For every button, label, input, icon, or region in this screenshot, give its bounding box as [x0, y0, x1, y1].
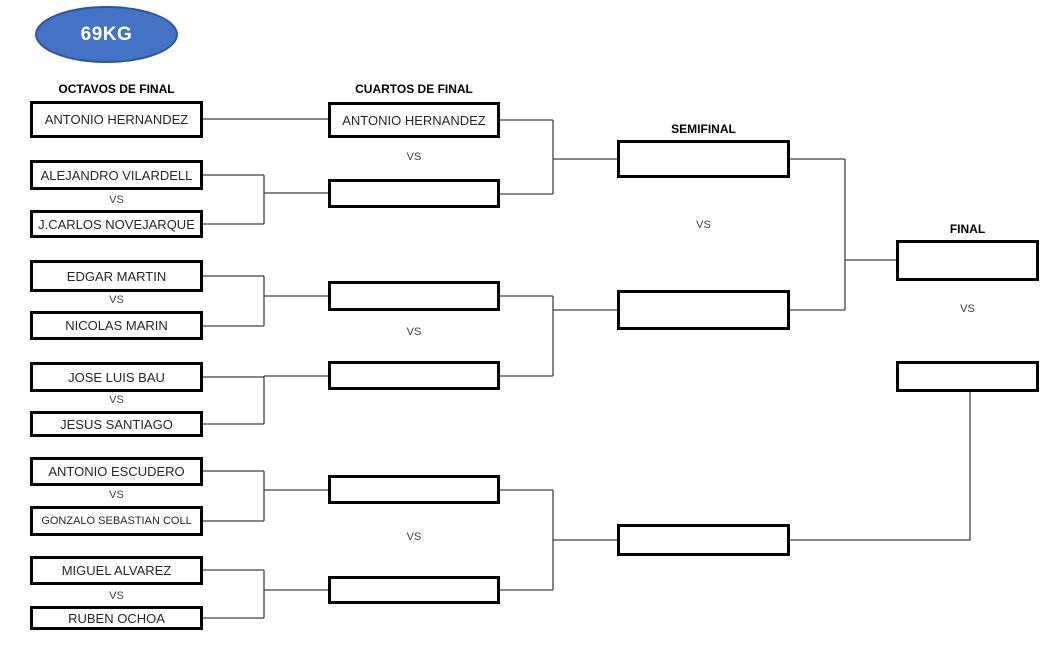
vs-label: VS	[406, 151, 422, 163]
match-slot-octavos-3[interactable]: J.CARLOS NOVEJARQUE	[30, 210, 203, 238]
match-slot-octavos-5[interactable]: NICOLAS MARIN	[30, 311, 203, 340]
round-header-octavos: OCTAVOS DE FINAL	[58, 82, 175, 96]
match-slot-cuartos-6[interactable]	[328, 576, 500, 604]
match-slot-octavos-9[interactable]: GONZALO SEBASTIAN COLL	[30, 506, 203, 536]
match-slot-octavos-7[interactable]: JESUS SANTIAGO	[30, 411, 203, 437]
vs-label: VS	[109, 590, 124, 602]
match-slot-cuartos-4[interactable]	[328, 361, 500, 390]
player-name: MIGUEL ALVAREZ	[61, 563, 172, 578]
match-slot-semifinal-3[interactable]	[617, 524, 790, 556]
vs-label: VS	[109, 394, 124, 406]
player-name: EDGAR MARTIN	[66, 268, 167, 284]
match-slot-cuartos-2[interactable]	[328, 179, 500, 208]
match-slot-cuartos-5[interactable]	[328, 475, 500, 504]
vs-label: VS	[109, 294, 124, 306]
match-slot-octavos-1[interactable]: ANTONIO HERNANDEZ	[30, 101, 203, 138]
vs-label: VS	[109, 194, 124, 206]
round-header-final: FINAL	[949, 222, 986, 236]
player-name: JESUS SANTIAGO	[60, 416, 173, 432]
match-slot-octavos-6[interactable]: JOSE LUIS BAU	[30, 362, 203, 392]
match-slot-octavos-11[interactable]: RUBEN OCHOA	[30, 606, 203, 630]
match-slot-cuartos-3[interactable]	[328, 281, 500, 311]
match-slot-octavos-4[interactable]: EDGAR MARTIN	[30, 260, 203, 292]
player-name: ANTONIO ESCUDERO	[48, 464, 185, 479]
player-name: ALEJANDRO VILARDELL	[40, 167, 193, 183]
match-slot-semifinal-2[interactable]	[617, 290, 790, 330]
player-name: J.CARLOS NOVEJARQUE	[38, 216, 195, 232]
match-slot-final-1[interactable]	[896, 240, 1039, 281]
match-slot-octavos-8[interactable]: ANTONIO ESCUDERO	[30, 457, 203, 486]
match-slot-cuartos-1[interactable]: ANTONIO HERNANDEZ	[328, 102, 500, 138]
round-header-cuartos: CUARTOS DE FINAL	[355, 82, 473, 96]
player-name: ANTONIO HERNANDEZ	[342, 112, 486, 128]
match-slot-semifinal-1[interactable]	[617, 140, 790, 178]
vs-label: VS	[406, 326, 422, 338]
round-header-semifinal: SEMIFINAL	[671, 122, 736, 136]
vs-label: VS	[696, 219, 711, 231]
player-name: JOSE LUIS BAU	[68, 369, 165, 385]
match-slot-octavos-10[interactable]: MIGUEL ALVAREZ	[30, 556, 203, 585]
player-name: ANTONIO HERNANDEZ	[44, 112, 189, 127]
player-name: GONZALO SEBASTIAN COLL	[41, 515, 192, 527]
match-slot-final-2[interactable]	[896, 361, 1039, 392]
match-slot-octavos-2[interactable]: ALEJANDRO VILARDELL	[30, 160, 203, 190]
vs-label: VS	[960, 303, 975, 315]
player-name: RUBEN OCHOA	[68, 610, 165, 626]
vs-label: VS	[406, 531, 422, 543]
weight-class-badge: 69KG	[35, 6, 178, 63]
player-name: NICOLAS MARIN	[65, 318, 168, 333]
vs-label: VS	[109, 489, 124, 501]
